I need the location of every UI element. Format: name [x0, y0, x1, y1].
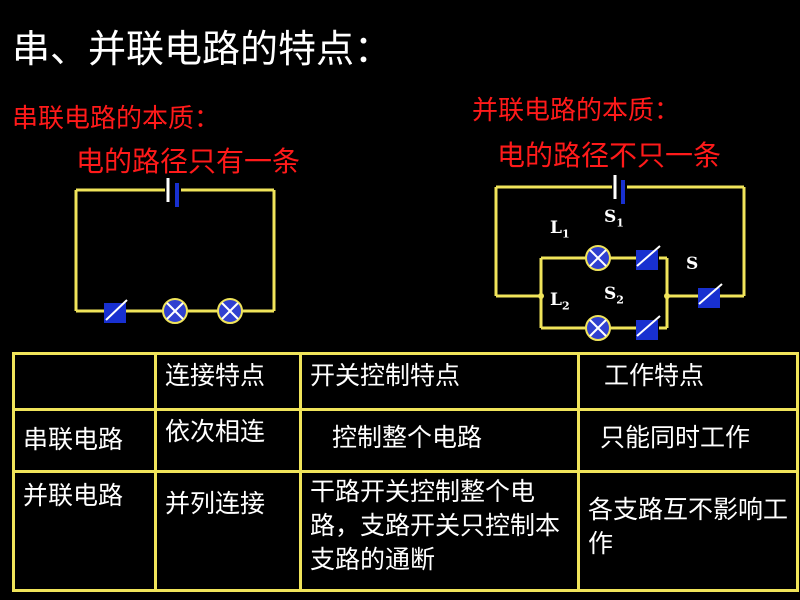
switch-S [698, 283, 723, 308]
parallel-essence: 电的路径不只一条 [497, 139, 722, 172]
table-header-work: 工作特点 [577, 352, 799, 411]
table-row: 并联电路 并列连接 干路开关控制整个电路，支路开关只控制本支路的通断 各支路互不… [12, 470, 799, 592]
table-row: 串联电路 依次相连 控制整个电路 只能同时工作 [12, 408, 799, 473]
junction-left [538, 293, 544, 299]
label-L2: L2 [550, 290, 570, 313]
parallel-circuit [494, 185, 746, 330]
row-series-work: 只能同时工作 [577, 408, 799, 473]
series-essence: 电的路径只有一条 [76, 145, 301, 178]
parallel-heading: 并联电路的本质： [472, 96, 681, 126]
row-series-switch-control: 控制整个电路 [299, 408, 580, 473]
lamp-L2 [585, 315, 611, 341]
switch-S1 [636, 245, 661, 270]
comparison-table: 连接特点 开关控制特点 工作特点 串联电路 依次相连 控制整个电路 只能同时工作… [12, 352, 799, 592]
table-header-row: 连接特点 开关控制特点 工作特点 [12, 352, 799, 411]
table-header-switch-control: 开关控制特点 [299, 352, 580, 411]
series-heading: 串联电路的本质： [12, 104, 221, 134]
label-S: S [686, 254, 699, 274]
switch-S2 [636, 315, 661, 340]
label-S2: S2 [604, 284, 624, 307]
series-circuit [74, 188, 276, 313]
row-parallel-name: 并联电路 [12, 470, 157, 592]
series-lamp-2 [217, 298, 243, 324]
table-header-connection: 连接特点 [154, 352, 302, 411]
table-header-empty [12, 352, 157, 411]
lamp-L1 [585, 245, 611, 271]
series-switch [104, 299, 128, 323]
page-title: 串、并联电路的特点： [12, 27, 393, 71]
row-parallel-switch-control: 干路开关控制整个电路，支路开关只控制本支路的通断 [299, 470, 580, 592]
series-lamp-1 [162, 298, 188, 324]
row-series-name: 串联电路 [12, 408, 157, 473]
label-S1: S1 [604, 207, 624, 230]
junction-right [664, 293, 670, 299]
row-parallel-work: 各支路互不影响工作 [577, 470, 799, 592]
row-parallel-connection: 并列连接 [154, 470, 302, 592]
label-L1: L1 [550, 218, 570, 241]
row-series-connection: 依次相连 [154, 408, 302, 473]
